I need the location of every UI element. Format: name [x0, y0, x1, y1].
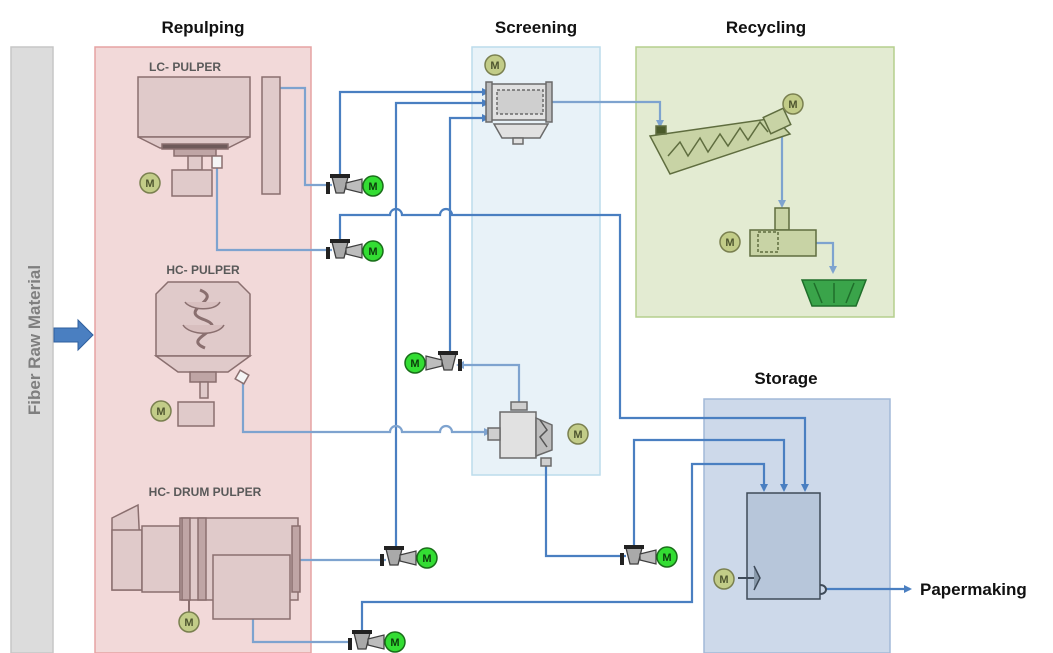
pump-6: M: [348, 630, 406, 653]
svg-text:M: M: [390, 637, 399, 649]
conveyor-motor-icon: M: [782, 93, 804, 115]
hc-pulper-label: HC- PULPER: [166, 263, 240, 277]
svg-text:M: M: [156, 406, 165, 418]
pump-motor-icon-1: M: [362, 175, 384, 197]
pipes: [215, 86, 912, 644]
agitator-motor-icon: M: [713, 568, 735, 590]
screw-conveyor: [648, 107, 792, 175]
screening-title: Screening: [495, 18, 577, 37]
svg-text:M: M: [422, 553, 431, 565]
svg-text:M: M: [410, 358, 419, 370]
storage-title: Storage: [754, 369, 817, 388]
hc-pulper: [153, 281, 253, 427]
secondary-screen-motor-icon: M: [567, 423, 589, 445]
storage-tank: [738, 492, 827, 600]
lc-pulper: [137, 76, 281, 197]
svg-text:M: M: [573, 429, 582, 441]
svg-text:M: M: [184, 617, 193, 629]
hc-drum-pulper: [111, 503, 301, 620]
fiber-raw-material-label: Fiber Raw Material: [25, 265, 44, 415]
svg-text:M: M: [368, 181, 377, 193]
pump-5: M: [620, 545, 678, 568]
svg-text:M: M: [490, 60, 499, 72]
screen-motor-icon: M: [484, 54, 506, 76]
svg-text:M: M: [725, 237, 734, 249]
pump-motor-icon-2: M: [362, 240, 384, 262]
dewatering-press: [749, 207, 817, 257]
pump-4: M: [380, 546, 438, 569]
hc-drum-pulper-label: HC- DRUM PULPER: [149, 485, 262, 499]
pump-3: M: [404, 351, 462, 374]
lc-pulper-label: LC- PULPER: [149, 60, 221, 74]
svg-text:M: M: [145, 178, 154, 190]
feed-arrow: [53, 318, 94, 352]
primary-screen: [485, 81, 553, 145]
secondary-screen: [487, 401, 553, 467]
papermaking-label: Papermaking: [920, 580, 1027, 599]
svg-text:M: M: [788, 99, 797, 111]
pump-motor-icon-4: M: [416, 547, 438, 569]
pump-2: M: [326, 239, 384, 262]
pump-motor-icon-3: M: [404, 352, 426, 374]
hc-pulper-motor-icon: M: [150, 400, 172, 422]
fiber-raw-material-bar: [10, 46, 54, 653]
repulping-title: Repulping: [161, 18, 244, 37]
svg-text:M: M: [719, 574, 728, 586]
recycling-title: Recycling: [726, 18, 806, 37]
pump-1: M: [326, 174, 384, 197]
svg-text:M: M: [662, 552, 671, 564]
press-motor-icon: M: [719, 231, 741, 253]
pump-motor-icon-5: M: [656, 546, 678, 568]
drum-pulper-motor-icon: M: [178, 611, 200, 633]
waste-container: [800, 279, 868, 307]
recycling-section: [635, 46, 895, 318]
lc-pulper-motor-icon: M: [139, 172, 161, 194]
svg-text:M: M: [368, 246, 377, 258]
pump-motor-icon-6: M: [384, 631, 406, 653]
